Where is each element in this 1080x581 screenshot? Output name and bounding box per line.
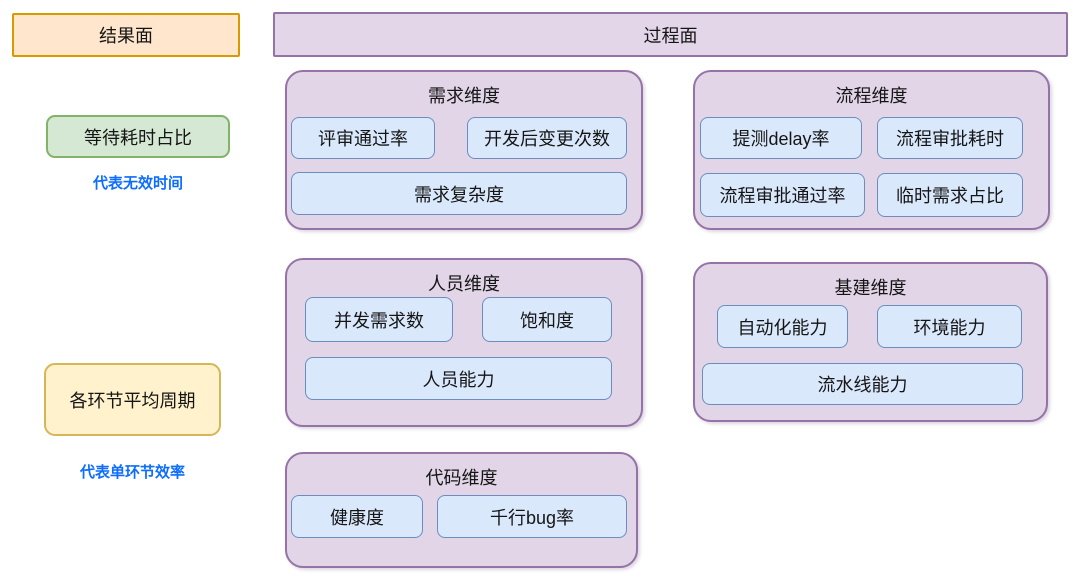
metric-chip-test-delay-rate: 提测delay率 [700,117,862,159]
process-side-header: 过程面 [273,12,1068,57]
metric-chip-saturation: 饱和度 [482,297,612,342]
metric-chip-review-pass-rate: 评审通过率 [291,117,435,159]
dimension-group-process-title: 流程维度 [835,86,908,106]
metric-chip-approval-duration: 流程审批耗时 [877,117,1023,159]
dimension-group-infrastructure: 基建维度 自动化能力 环境能力 流水线能力 [693,262,1048,422]
result-metric-wait-time-ratio-label: 等待耗时占比 [84,127,192,148]
dimension-group-code: 代码维度 健康度 千行bug率 [285,452,638,568]
dimension-group-requirement-title: 需求维度 [428,86,500,106]
result-metric-wait-time-ratio: 等待耗时占比 [46,115,230,158]
metric-chip-requirement-complexity: 需求复杂度 [291,172,627,215]
result-side-header: 结果面 [12,13,240,57]
result-metric-avg-cycle-note: 代表单环节效率 [79,464,185,481]
process-side-header-label: 过程面 [643,25,698,46]
result-metric-avg-cycle-label: 各环节平均周期 [69,390,196,411]
metric-chip-environment-capability: 环境能力 [877,305,1022,348]
result-side-header-label: 结果面 [99,26,153,46]
metric-chip-adhoc-requirement-ratio: 临时需求占比 [877,173,1023,217]
metric-chip-pipeline-capability: 流水线能力 [702,363,1023,405]
dimension-group-infrastructure-title: 基建维度 [834,278,907,298]
dimension-group-requirement: 需求维度 评审通过率 开发后变更次数 需求复杂度 [285,70,643,230]
result-metric-wait-time-ratio-note: 代表无效时间 [92,175,183,192]
dimension-group-code-title: 代码维度 [425,468,498,488]
metric-chip-concurrent-requirements: 并发需求数 [305,297,453,342]
dimension-group-people: 人员维度 并发需求数 饱和度 人员能力 [285,258,643,427]
metric-chip-bugs-per-kloc: 千行bug率 [437,495,627,538]
metric-chip-health: 健康度 [291,495,423,538]
result-metric-avg-cycle: 各环节平均周期 [44,363,221,436]
metric-chip-post-dev-change-count: 开发后变更次数 [467,117,627,159]
dimension-group-process: 流程维度 提测delay率 流程审批耗时 流程审批通过率 临时需求占比 [693,70,1050,230]
metric-chip-people-capability: 人员能力 [305,357,612,400]
metric-chip-approval-pass-rate: 流程审批通过率 [700,173,865,217]
dimension-group-people-title: 人员维度 [428,274,500,294]
metric-chip-automation-capability: 自动化能力 [717,305,848,348]
